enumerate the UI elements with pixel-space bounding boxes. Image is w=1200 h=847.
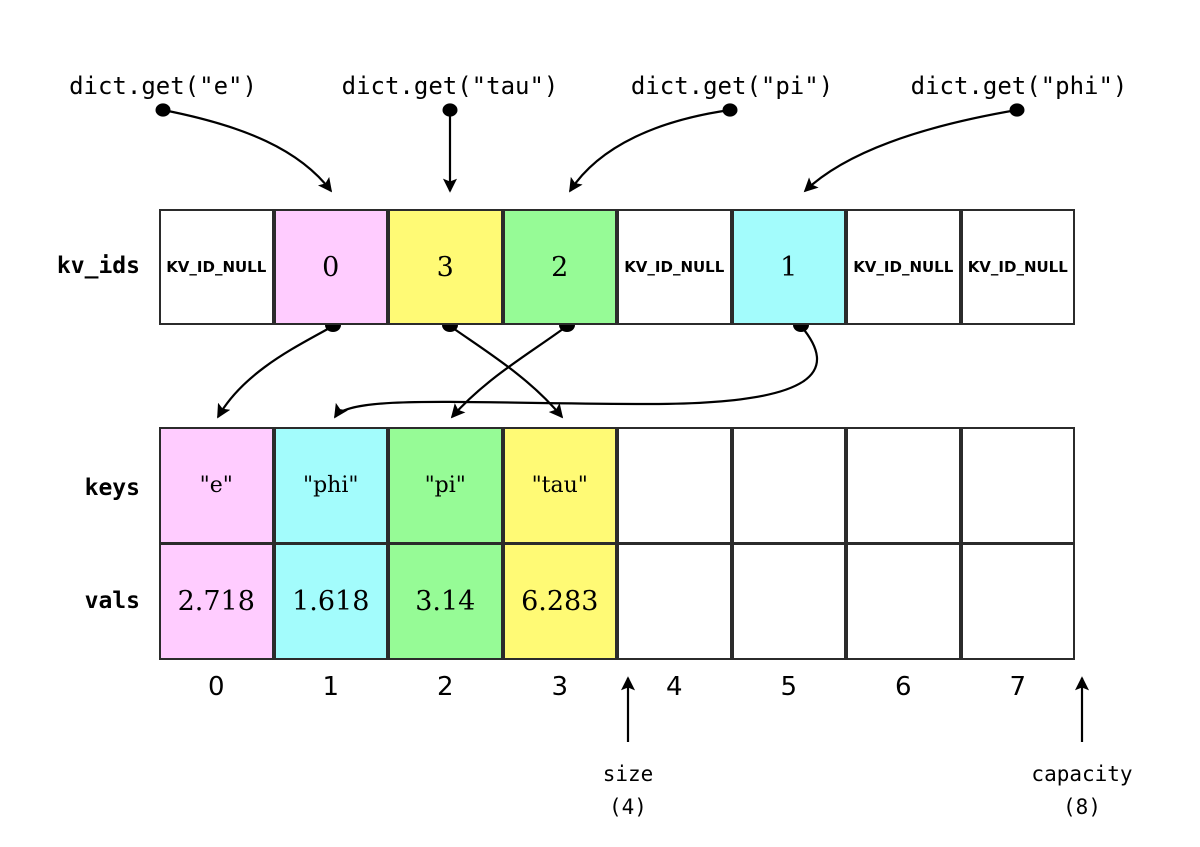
size-marker: size (4)	[603, 758, 654, 823]
kv-ids-cell-1[interactable]: 0	[273, 209, 388, 325]
keys-cell-6[interactable]	[846, 427, 961, 544]
capacity-marker-value: (8)	[1063, 794, 1101, 819]
call-label-tau[interactable]: dict.get("tau")	[341, 72, 559, 100]
kv-ids-cell-5[interactable]: 1	[731, 209, 846, 325]
call-label-e[interactable]: dict.get("e")	[69, 72, 257, 100]
index-label-2: 2	[436, 672, 454, 702]
row-label-keys: keys	[84, 475, 140, 501]
capacity-marker-label: capacity	[1031, 762, 1133, 786]
kv-ids-cell-4-text: KV_ID_NULL	[624, 258, 725, 276]
vals-cell-3[interactable]: 6.283	[502, 543, 617, 660]
keys-cell-2[interactable]: "pi"	[388, 427, 503, 544]
vals-cell-2-text: 3.14	[415, 586, 476, 617]
vals-cell-6[interactable]	[846, 543, 961, 660]
index-label-6: 6	[894, 672, 912, 702]
vals-cell-7[interactable]	[960, 543, 1075, 660]
row-label-vals: vals	[84, 588, 140, 614]
kv-ids-cell-6-text: KV_ID_NULL	[853, 258, 954, 276]
link-arrow-slot3-key2	[450, 325, 568, 419]
keys-cell-7[interactable]	[960, 427, 1075, 544]
kv-ids-cell-2[interactable]: 3	[388, 209, 503, 325]
keys-cell-4[interactable]	[617, 427, 732, 544]
kv-ids-cell-1-text: 0	[322, 251, 340, 283]
vals-cell-3-text: 6.283	[521, 586, 599, 617]
index-label-1: 1	[322, 672, 340, 702]
keys-cell-3-text: "tau"	[531, 473, 588, 498]
capacity-marker: capacity (8)	[1031, 758, 1132, 823]
call-arrow-pi	[569, 108, 731, 193]
call-label-phi[interactable]: dict.get("phi")	[910, 72, 1128, 100]
vals-cell-4[interactable]	[617, 543, 732, 660]
vals-cell-1-text: 1.618	[292, 586, 370, 617]
vals-cell-2[interactable]: 3.14	[388, 543, 503, 660]
call-dot-pi	[722, 103, 738, 117]
index-label-5: 5	[780, 672, 798, 702]
call-dot-e	[155, 103, 171, 117]
keys-cell-5[interactable]	[731, 427, 846, 544]
keys-cell-2-text: "pi"	[424, 473, 466, 498]
kv-ids-cell-6[interactable]: KV_ID_NULL	[846, 209, 961, 325]
row-label-kv-ids: kv_ids	[56, 253, 140, 279]
call-arrows	[162, 108, 1018, 193]
index-label-4: 4	[665, 672, 683, 702]
call-arrow-dots	[155, 103, 1025, 117]
vals-cell-0[interactable]: 2.718	[159, 543, 274, 660]
keys-cell-0-text: "e"	[199, 473, 233, 498]
call-arrow-phi	[803, 108, 1018, 193]
marker-arrows	[620, 676, 1090, 742]
index-label-3: 3	[551, 672, 569, 702]
vals-cell-0-text: 2.718	[177, 586, 255, 617]
call-dot-phi	[1009, 103, 1025, 117]
call-arrow-e	[162, 108, 333, 193]
link-arrow-slot5-key1	[334, 325, 819, 419]
kv-ids-cell-7-text: KV_ID_NULL	[967, 258, 1068, 276]
keys-cell-3[interactable]: "tau"	[502, 427, 617, 544]
vals-cell-1[interactable]: 1.618	[273, 543, 388, 660]
kv-ids-cell-2-text: 3	[436, 251, 454, 283]
link-arrow-slot1-key0	[217, 325, 334, 419]
keys-cell-1-text: "phi"	[302, 473, 359, 498]
index-label-0: 0	[207, 672, 225, 702]
keys-cell-0[interactable]: "e"	[159, 427, 274, 544]
index-label-7: 7	[1009, 672, 1027, 702]
kvid-to-key-arrows	[217, 325, 819, 419]
kv-ids-cell-5-text: 1	[780, 251, 798, 283]
kv-ids-cell-7[interactable]: KV_ID_NULL	[960, 209, 1075, 325]
size-marker-value: (4)	[609, 794, 647, 819]
size-marker-label: size	[602, 762, 654, 786]
keys-cell-1[interactable]: "phi"	[273, 427, 388, 544]
kv-ids-cell-4[interactable]: KV_ID_NULL	[617, 209, 732, 325]
kv-ids-cell-0-text: KV_ID_NULL	[166, 258, 267, 276]
vals-cell-5[interactable]	[731, 543, 846, 660]
kv-ids-cell-3[interactable]: 2	[502, 209, 617, 325]
kv-ids-cell-3-text: 2	[551, 251, 569, 283]
call-dot-tau	[442, 103, 458, 117]
kv-ids-cell-0[interactable]: KV_ID_NULL	[159, 209, 274, 325]
call-label-pi[interactable]: dict.get("pi")	[630, 72, 834, 100]
